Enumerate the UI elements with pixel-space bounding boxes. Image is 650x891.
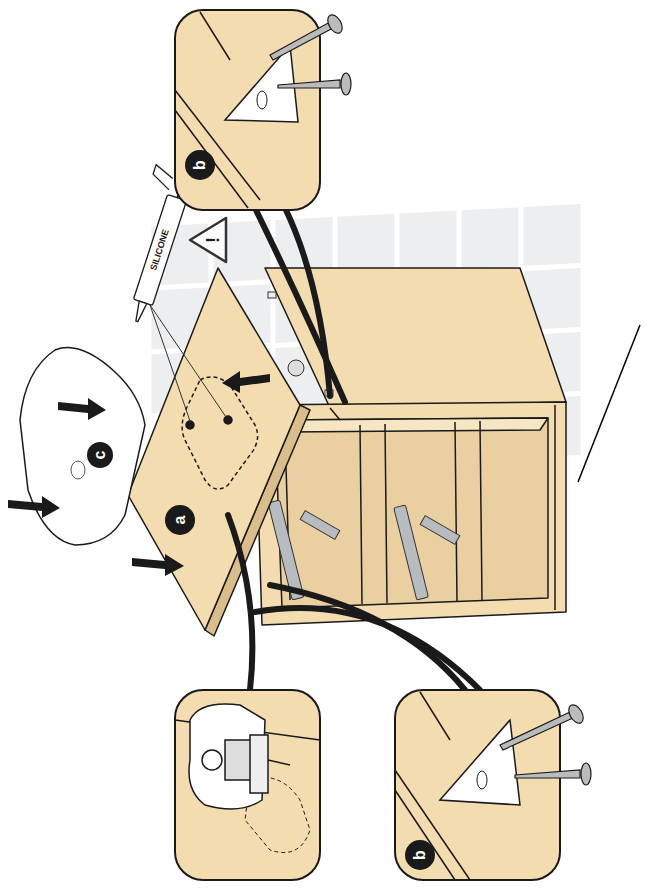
warning-triangle xyxy=(190,218,226,262)
basin xyxy=(20,348,145,545)
callout-letter: b xyxy=(412,850,428,860)
push-arrows xyxy=(8,371,270,576)
countertop xyxy=(128,268,310,636)
cabinet xyxy=(255,268,566,625)
drawer-slides xyxy=(268,292,460,600)
jigsaw-detail xyxy=(175,690,320,880)
bracket-detail-bottom xyxy=(395,690,591,880)
detail-leaders xyxy=(228,208,480,690)
warning-mark: ! xyxy=(204,237,222,243)
callout-letter: b xyxy=(192,160,208,170)
cutout-outline xyxy=(182,377,257,489)
callout-letter: c xyxy=(92,451,108,460)
callout-letter: a xyxy=(172,516,188,525)
floor-line xyxy=(578,325,640,482)
bracket-detail-top xyxy=(175,10,351,210)
callout-circle xyxy=(165,505,195,535)
